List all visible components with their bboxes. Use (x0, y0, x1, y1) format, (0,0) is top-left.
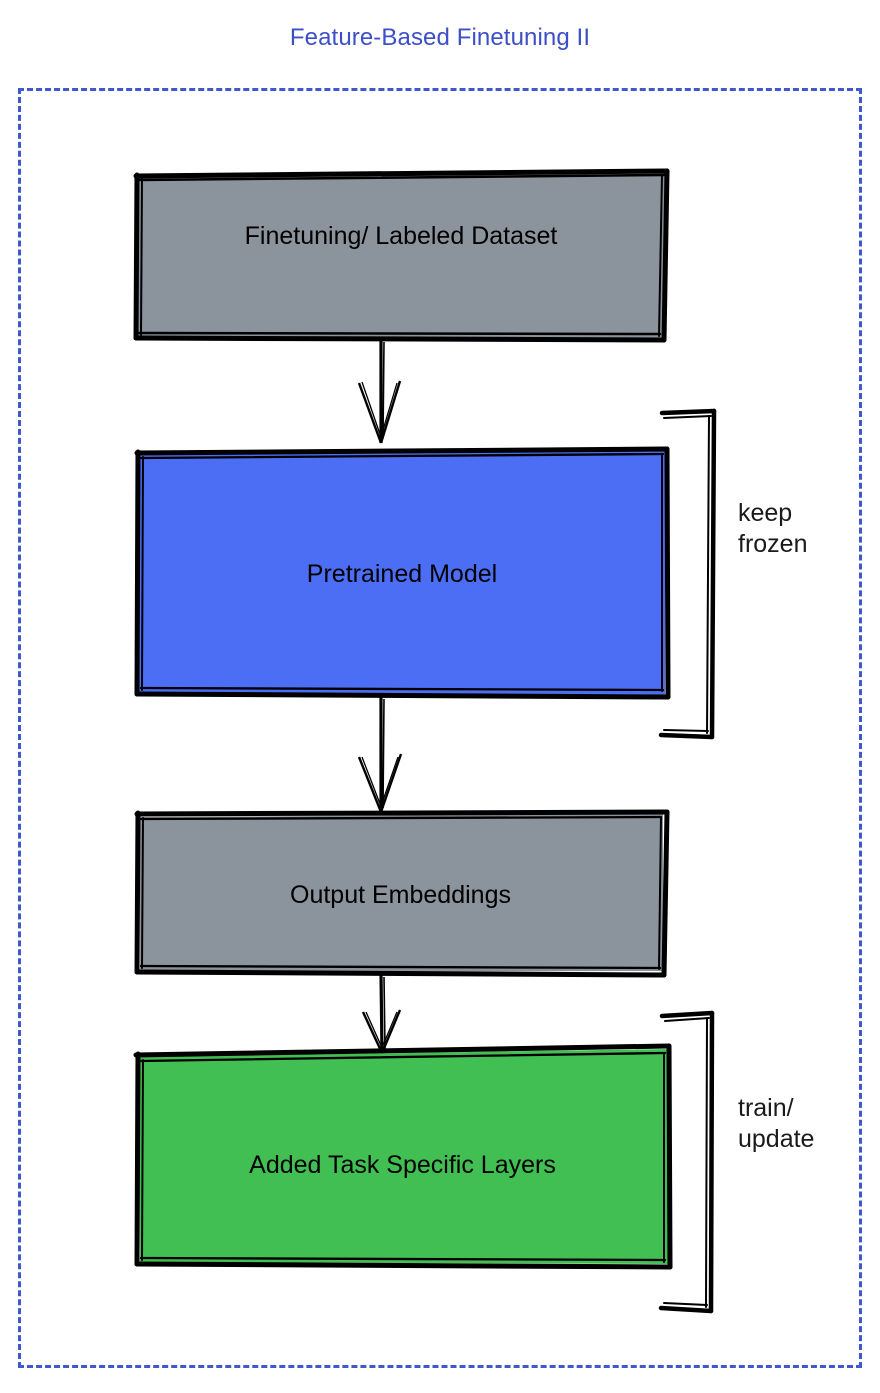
node-label-dataset: Finetuning/ Labeled Dataset (244, 222, 558, 250)
node-label-embeddings: Output Embeddings (290, 881, 511, 909)
node-label-task-layers: Added Task Specific Layers (249, 1151, 556, 1179)
annotation-train-update: train/ update (738, 1094, 815, 1153)
annotation-keep-frozen: keep frozen (738, 499, 808, 558)
diagram-frame (18, 88, 862, 1368)
page-title: Feature-Based Finetuning II (289, 24, 591, 51)
node-label-pretrained: Pretrained Model (306, 560, 498, 588)
